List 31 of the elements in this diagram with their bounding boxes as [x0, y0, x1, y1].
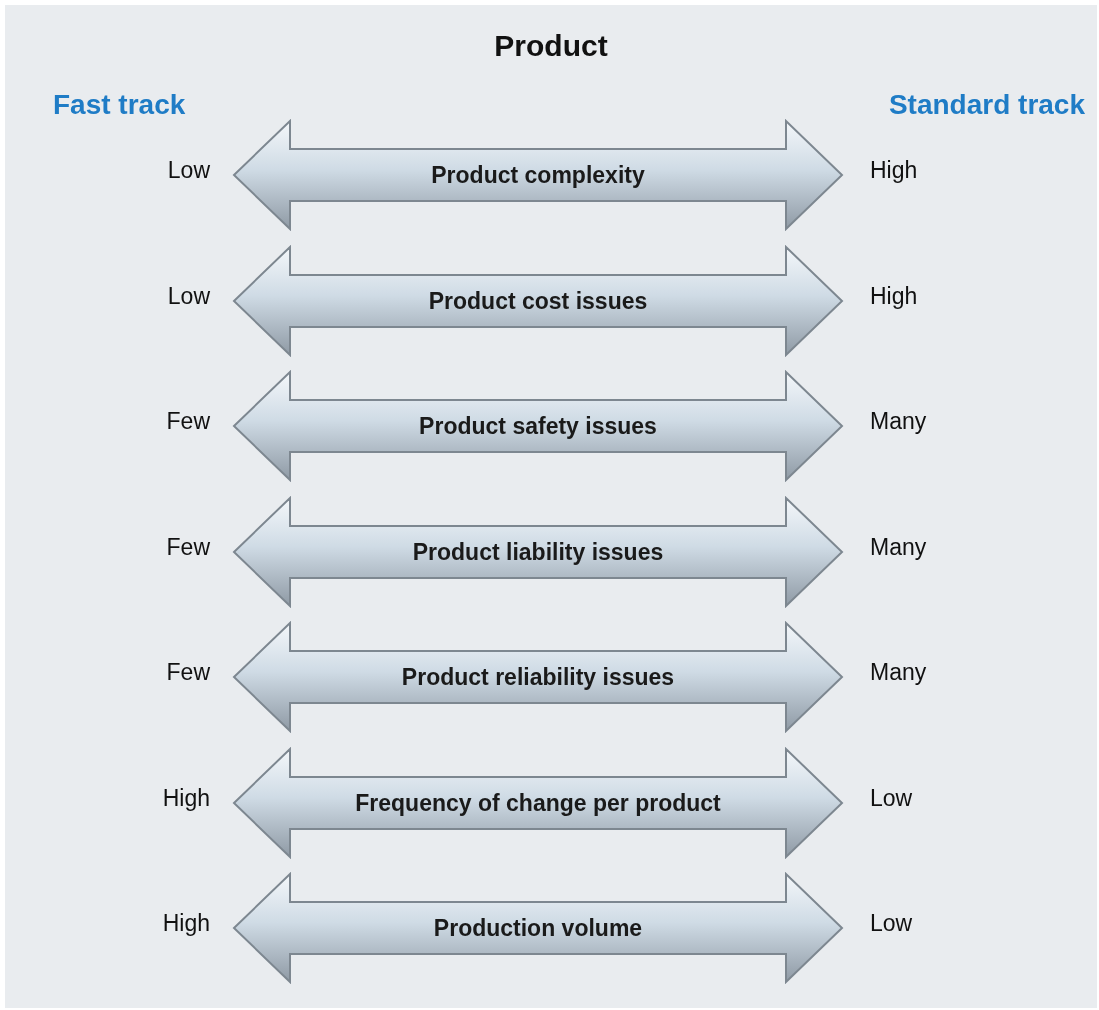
- scale-label: Many: [870, 408, 927, 435]
- arrow-label: Product reliability issues: [400, 663, 676, 692]
- scale-label: Few: [166, 659, 210, 686]
- double-arrow-shape: [232, 495, 844, 608]
- arrow-label: Product liability issues: [411, 537, 665, 567]
- scale-label: High: [870, 282, 918, 310]
- scale-label: Low: [167, 157, 210, 184]
- arrow-label: Frequency of change per product: [354, 788, 722, 818]
- scale-label: Low: [870, 910, 913, 937]
- scale-label: Many: [870, 533, 927, 561]
- double-arrow-shape: [232, 872, 844, 984]
- scale-label: Low: [870, 784, 913, 812]
- double-arrow-shape: [232, 370, 844, 482]
- scale-label: High: [162, 784, 210, 812]
- arrow-label: Product safety issues: [418, 412, 658, 441]
- track-heading: Standard track: [888, 89, 1085, 121]
- double-arrow-shape: [232, 621, 844, 733]
- track-heading: Fast track: [53, 89, 186, 121]
- double-arrow-shape: [232, 119, 844, 231]
- diagram-title: Product: [493, 29, 609, 63]
- scale-label: Few: [166, 408, 210, 435]
- scale-label: Few: [166, 533, 210, 561]
- double-arrow-shape: [232, 244, 844, 357]
- scale-label: Low: [167, 282, 210, 310]
- scale-label: High: [870, 157, 918, 184]
- arrow-label: Production volume: [432, 914, 644, 943]
- arrow-label: Product cost issues: [427, 286, 649, 316]
- scale-label: Many: [870, 659, 927, 686]
- arrow-label: Product complexity: [430, 161, 646, 190]
- double-arrow-shape: [232, 746, 844, 859]
- scale-label: High: [162, 910, 210, 937]
